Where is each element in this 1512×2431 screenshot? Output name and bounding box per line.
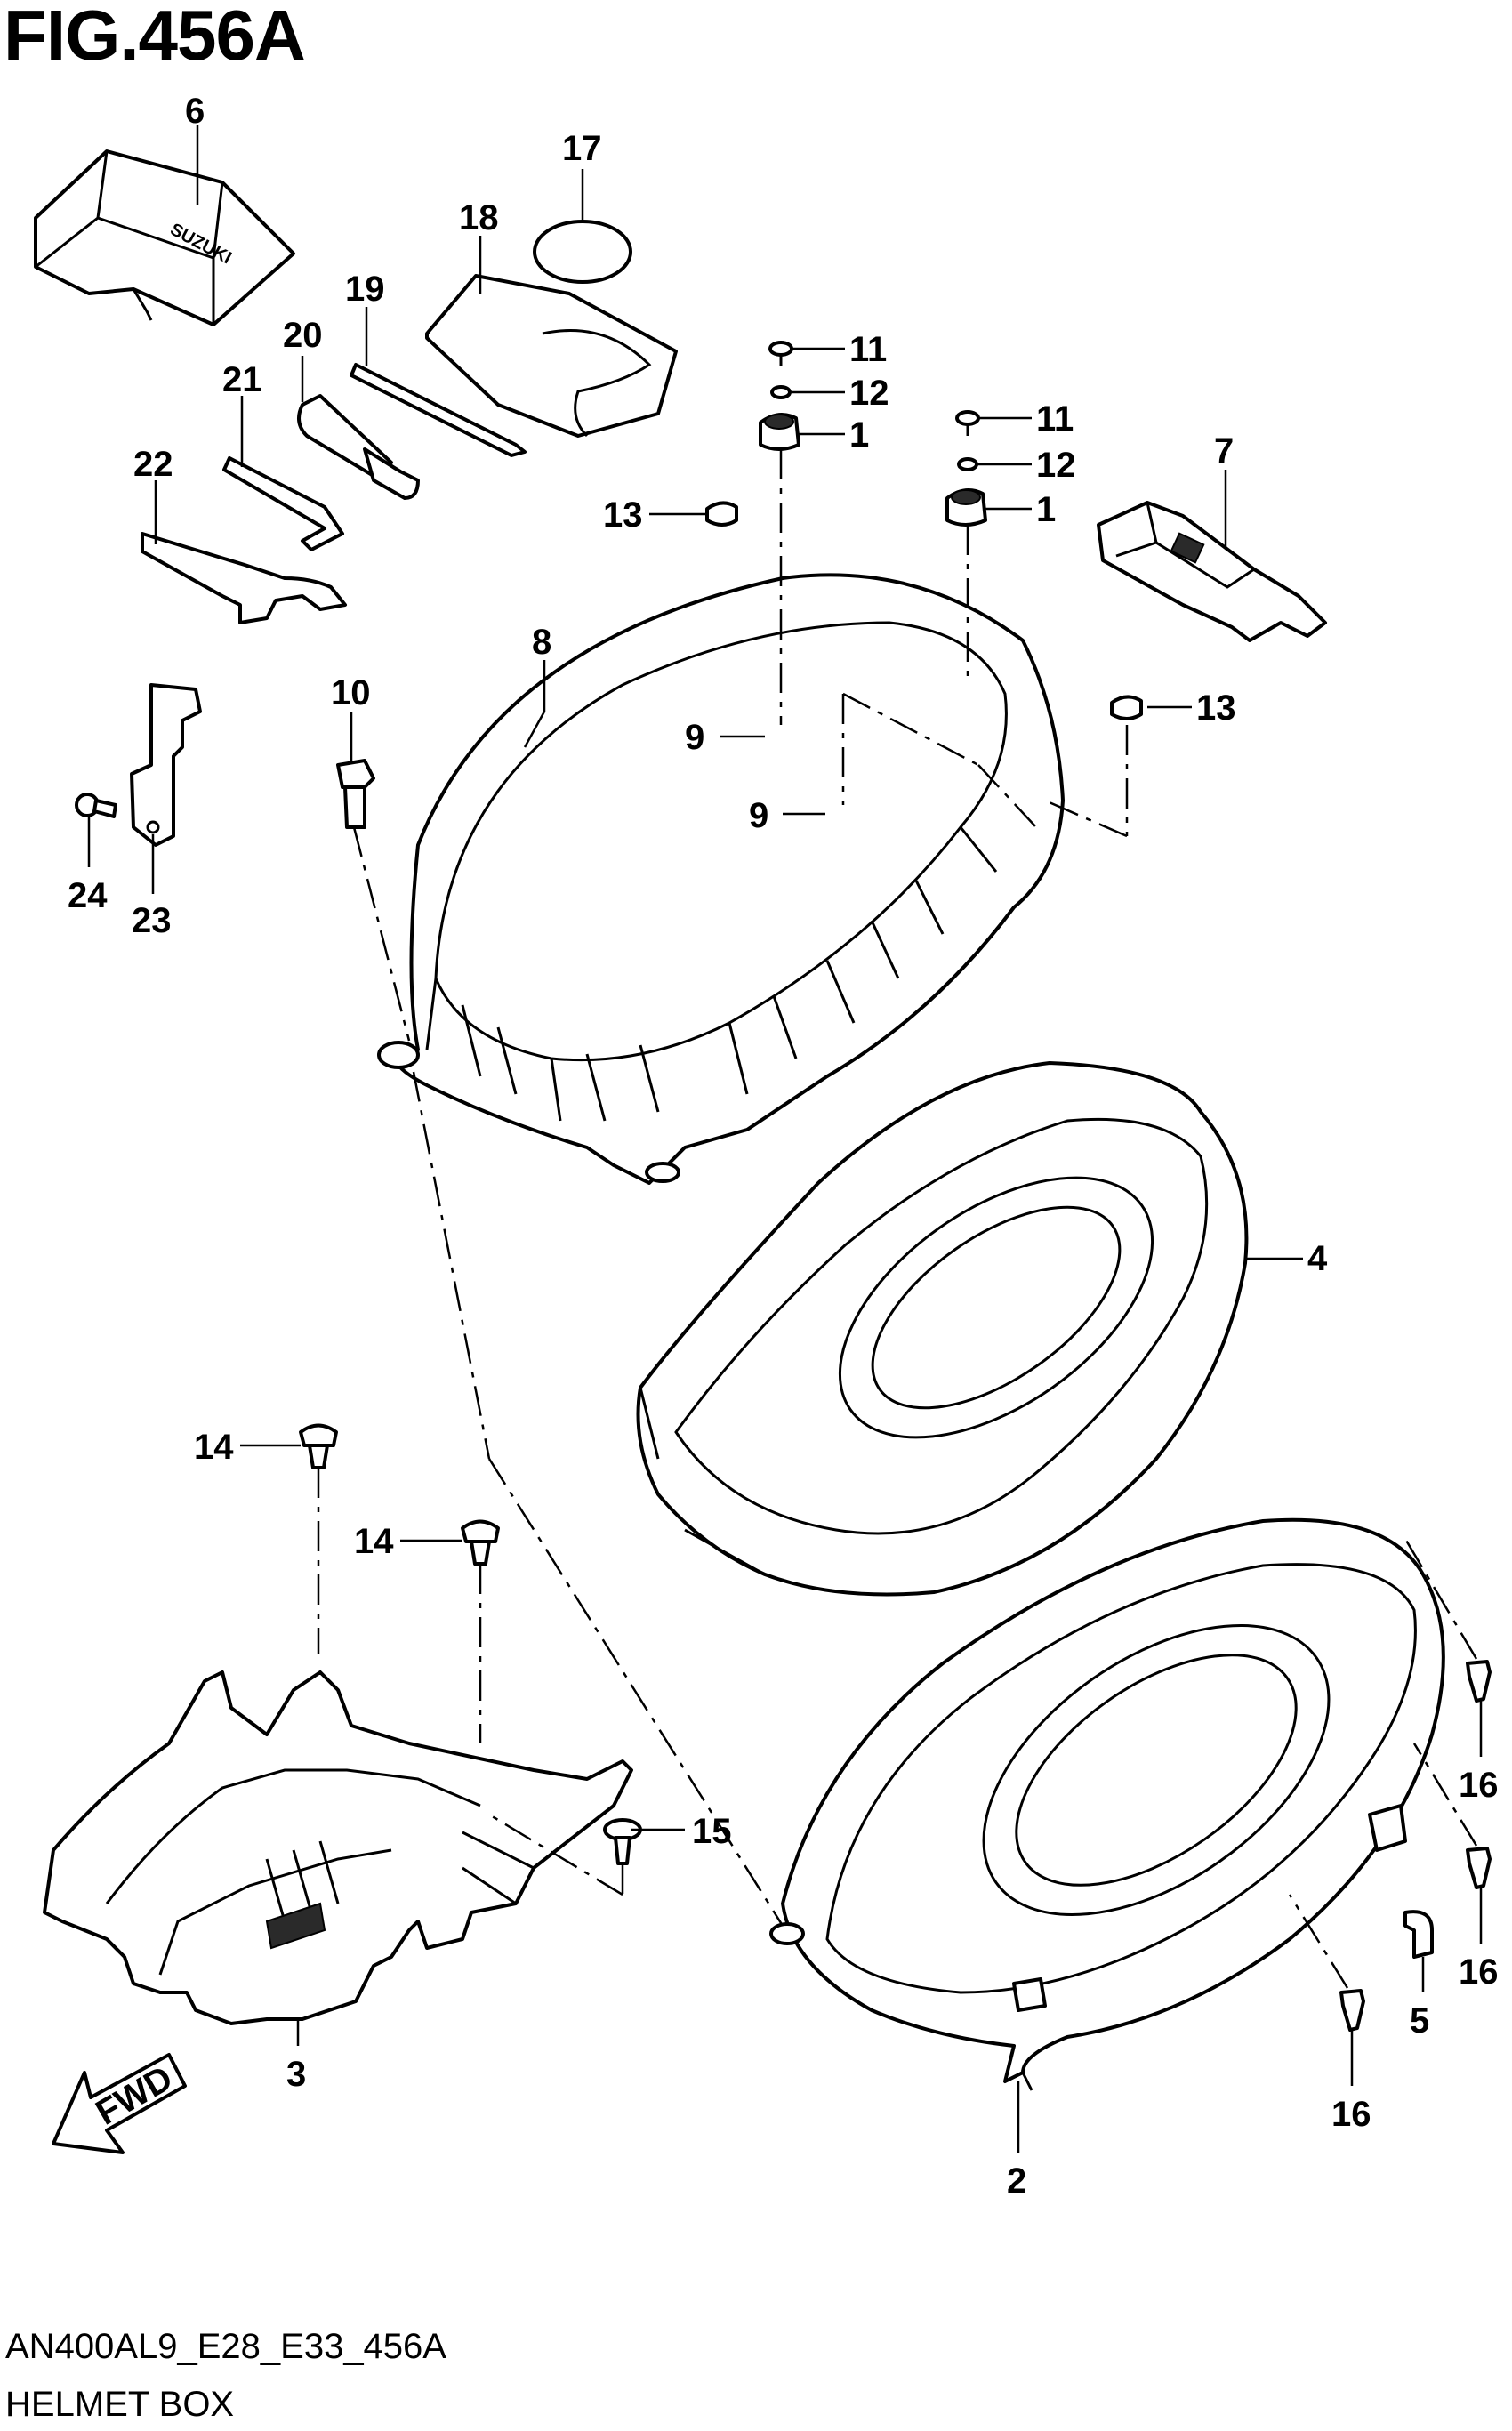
callout-24: 24 bbox=[68, 876, 108, 915]
callout-14-right: 14 bbox=[354, 1522, 394, 1561]
part-2-box bbox=[769, 1517, 1445, 2091]
part-15-screw bbox=[603, 1818, 642, 1865]
callout-21: 21 bbox=[222, 360, 262, 399]
part-23-bracket bbox=[130, 683, 202, 847]
callout-19: 19 bbox=[345, 270, 385, 309]
callout-18: 18 bbox=[459, 198, 499, 237]
part-12-washer-b bbox=[957, 457, 978, 471]
callout-9-lower: 9 bbox=[749, 796, 768, 835]
part-1-grommet-a bbox=[759, 413, 800, 451]
part-17-o-ring bbox=[533, 220, 632, 284]
figure-code: AN400AL9_E28_E33_456A bbox=[5, 2327, 446, 2366]
part-11-screw-a bbox=[768, 341, 793, 366]
part-3-under-tray bbox=[43, 1670, 633, 2025]
part-11-screw-b bbox=[955, 410, 980, 436]
callout-16-bottom: 16 bbox=[1331, 2095, 1371, 2134]
part-16-screw-c bbox=[1339, 1989, 1365, 2032]
callout-8: 8 bbox=[532, 623, 551, 662]
callout-9-upper: 9 bbox=[685, 718, 704, 757]
part-24-bolt bbox=[75, 793, 117, 818]
part-14-screw-a bbox=[299, 1423, 338, 1469]
fwd-label: FWD bbox=[90, 2058, 180, 2133]
part-10-bolt bbox=[336, 759, 375, 829]
part-21-hex-key bbox=[222, 456, 344, 551]
callout-17: 17 bbox=[562, 129, 602, 168]
figure-name: HELMET BOX bbox=[5, 2385, 235, 2424]
callout-5: 5 bbox=[1410, 2001, 1429, 2041]
part-13-grommet-a bbox=[705, 501, 738, 527]
callout-15: 15 bbox=[692, 1812, 732, 1851]
callout-2: 2 bbox=[1007, 2161, 1026, 2201]
callout-11-lower: 11 bbox=[1036, 399, 1074, 439]
part-12-washer-a bbox=[770, 385, 792, 399]
callout-1-upper: 1 bbox=[849, 415, 869, 455]
part-5-clip bbox=[1403, 1910, 1434, 1959]
callout-23: 23 bbox=[132, 901, 172, 940]
callout-6: 6 bbox=[185, 92, 205, 131]
part-13-grommet-b bbox=[1110, 695, 1143, 720]
part-16-screw-a bbox=[1466, 1660, 1492, 1703]
fwd-arrow: FWD bbox=[52, 2053, 187, 2154]
callout-4: 4 bbox=[1307, 1239, 1328, 1278]
callout-16-middle: 16 bbox=[1459, 1952, 1499, 1992]
part-8-frame bbox=[377, 573, 1065, 1185]
part-14-screw-b bbox=[461, 1519, 500, 1566]
callout-labels: 6 17 18 19 20 21 22 11 12 1 11 12 1 7 13… bbox=[68, 92, 1499, 2201]
leader-lines bbox=[87, 125, 1483, 2153]
callout-10: 10 bbox=[331, 673, 371, 712]
callout-13-upper: 13 bbox=[603, 495, 643, 535]
part-16-screw-b bbox=[1466, 1847, 1492, 1889]
part-1-grommet-b bbox=[945, 488, 987, 527]
callout-14-left: 14 bbox=[194, 1428, 234, 1467]
part-19-rod bbox=[350, 363, 527, 457]
callout-22: 22 bbox=[133, 445, 173, 484]
part-6-cover: SUZUKI bbox=[34, 149, 295, 326]
callout-12-lower: 12 bbox=[1036, 446, 1076, 485]
callout-16-top: 16 bbox=[1459, 1766, 1499, 1805]
part-20-handle bbox=[297, 394, 420, 500]
assembly-center-lines bbox=[317, 449, 1478, 1989]
part-4-liner bbox=[636, 1061, 1249, 1597]
callout-13-lower: 13 bbox=[1196, 688, 1236, 728]
callout-3: 3 bbox=[286, 2055, 306, 2094]
part-7-latch-bracket bbox=[1097, 501, 1327, 642]
callout-12-upper: 12 bbox=[849, 374, 889, 413]
callout-1-lower: 1 bbox=[1036, 490, 1056, 529]
callout-11-upper: 11 bbox=[849, 330, 887, 369]
callout-20: 20 bbox=[283, 316, 323, 355]
part-22-wrench bbox=[141, 532, 347, 624]
callout-7: 7 bbox=[1214, 431, 1234, 471]
figure-title: FIG.456A bbox=[4, 0, 306, 75]
part-18-pad bbox=[425, 274, 678, 438]
